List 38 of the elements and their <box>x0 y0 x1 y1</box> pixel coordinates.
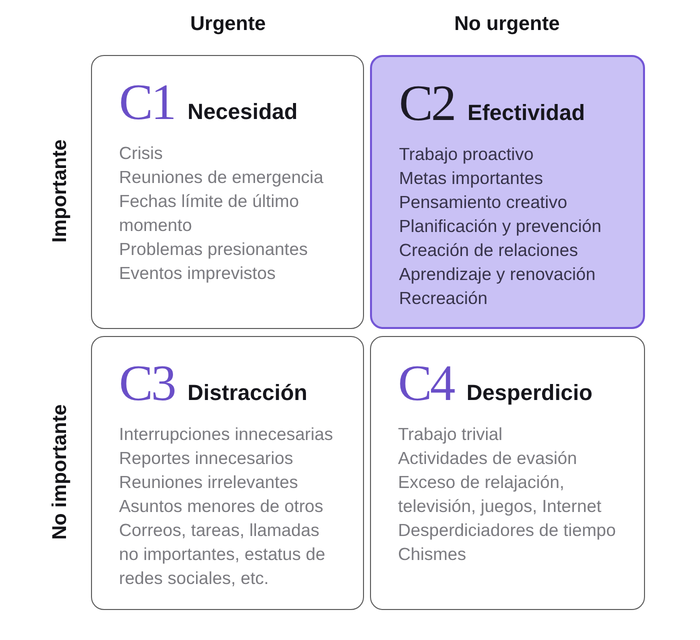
list-item: Exceso de relajación, televisión, juegos, Internet <box>398 471 602 518</box>
row-header: Importante <box>49 139 71 243</box>
quadrant-number: C1 <box>119 78 175 129</box>
quadrant-title: Desperdicio <box>466 382 592 404</box>
quadrant-title: Distracción <box>188 382 308 404</box>
list-item: Interrupciones innecesarias <box>119 423 334 446</box>
list-item: Reuniones irrelevantes <box>119 471 299 494</box>
list-item: Correos, tareas, llamadas no importantes, estatus de redes sociales, etc. <box>119 519 326 590</box>
quadrant-box <box>91 336 364 610</box>
list-item: Desperdiciadores de tiempo <box>398 519 617 542</box>
list-item: Problemas presionantes <box>119 238 309 261</box>
list-item: Asuntos menores de otros <box>119 495 324 518</box>
quadrant-box <box>91 55 364 329</box>
list-item: Metas importantes <box>399 167 544 190</box>
list-item: Recreación <box>399 287 489 310</box>
list-item: Crisis <box>119 142 164 165</box>
list-item: Trabajo proactivo <box>399 143 535 166</box>
list-item: Pensamiento creativo <box>399 191 568 214</box>
list-item: Chismes <box>398 543 468 566</box>
quadrant-box <box>370 336 645 610</box>
list-item: Fechas límite de último momento <box>119 190 300 237</box>
list-item: Planificación y prevención <box>399 215 602 238</box>
list-item: Trabajo trivial <box>398 423 504 446</box>
quadrant-box <box>370 55 645 329</box>
column-header: Urgente <box>190 13 266 35</box>
quadrant-title: Necesidad <box>188 101 298 123</box>
list-item: Eventos imprevistos <box>119 262 277 285</box>
quadrant-number: C3 <box>119 359 175 410</box>
list-item: Actividades de evasión <box>398 447 578 470</box>
row-header: No importante <box>49 404 71 540</box>
quadrant-number: C4 <box>398 359 454 410</box>
list-item: Reuniones de emergencia <box>119 166 324 189</box>
list-item: Reportes innecesarios <box>119 447 294 470</box>
list-item: Aprendizaje y renovación <box>399 263 597 286</box>
column-header: No urgente <box>454 13 560 35</box>
quadrant-title: Efectividad <box>468 102 585 124</box>
quadrant-number: C2 <box>399 79 455 130</box>
list-item: Creación de relaciones <box>399 239 579 262</box>
